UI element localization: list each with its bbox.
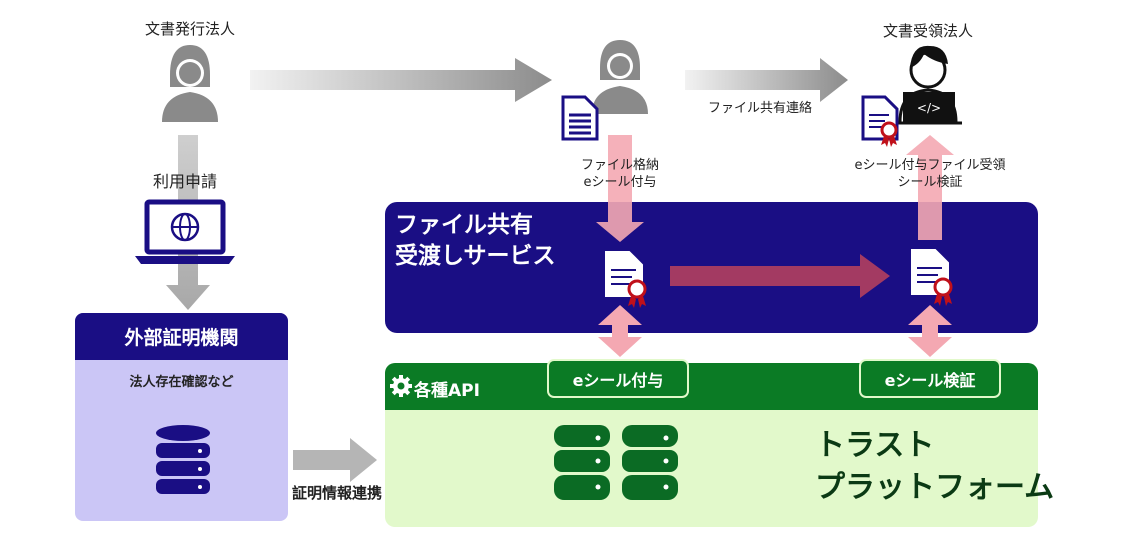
arrow-receive (906, 135, 954, 240)
database-icon (622, 425, 678, 500)
cert-link-label: 証明情報連携 (291, 484, 382, 502)
gear-icon (390, 375, 412, 397)
receiver-person-icon: </> (895, 45, 962, 125)
file-service-title-line2: 受渡しサービス (395, 243, 556, 269)
seal-api-button[interactable]: eシール付与 (572, 371, 664, 390)
file-service-title: ファイル共有 受渡しサービス (395, 210, 556, 272)
svg-text:</>: </> (917, 101, 941, 115)
receive-label-line1: eシール付与ファイル受領 (854, 158, 1006, 173)
apply-label: 利用申請 (152, 172, 217, 191)
trust-platform-title-line2: プラットフォーム (815, 470, 1055, 505)
arrow-store (596, 135, 644, 242)
staff-person-icon (592, 40, 648, 114)
sealed-document-icon (603, 249, 647, 308)
arrow-transfer (670, 254, 890, 298)
arrow-api-seal (598, 305, 642, 357)
issuer-person-icon (162, 45, 218, 122)
arrow-cert-link (293, 438, 377, 482)
arrow-share-notice (685, 58, 848, 102)
store-label: ファイル格納 eシール付与 (560, 157, 680, 191)
file-service-title-line1: ファイル共有 (395, 212, 533, 238)
store-label-line2: eシール付与 (583, 175, 657, 190)
receive-label: eシール付与ファイル受領 シール検証 (835, 157, 1025, 191)
store-label-line1: ファイル格納 (580, 158, 659, 173)
database-icon (554, 425, 610, 500)
share-notice-label: ファイル共有連絡 (707, 101, 812, 116)
verify-api-button[interactable]: eシール検証 (884, 371, 976, 390)
external-cert-title: 外部証明機関 (124, 327, 239, 349)
laptop-globe-icon (135, 199, 235, 264)
database-icon (156, 425, 210, 494)
document-icon (561, 95, 599, 141)
sealed-document-icon (861, 95, 899, 147)
api-label: 各種API (414, 381, 480, 401)
receiver-label: 文書受領法人 (882, 22, 973, 40)
arrow-issuer-to-staff (250, 58, 552, 102)
receive-label-line2: シール検証 (897, 175, 963, 190)
external-cert-subtitle: 法人存在確認など (129, 375, 234, 390)
arrow-api-verify (908, 305, 952, 357)
trust-platform-title: トラスト プラットフォーム (815, 425, 1054, 509)
sealed-document-icon (909, 247, 953, 306)
trust-platform-title-line1: トラスト (815, 428, 935, 463)
issuer-label: 文書発行法人 (144, 20, 235, 38)
